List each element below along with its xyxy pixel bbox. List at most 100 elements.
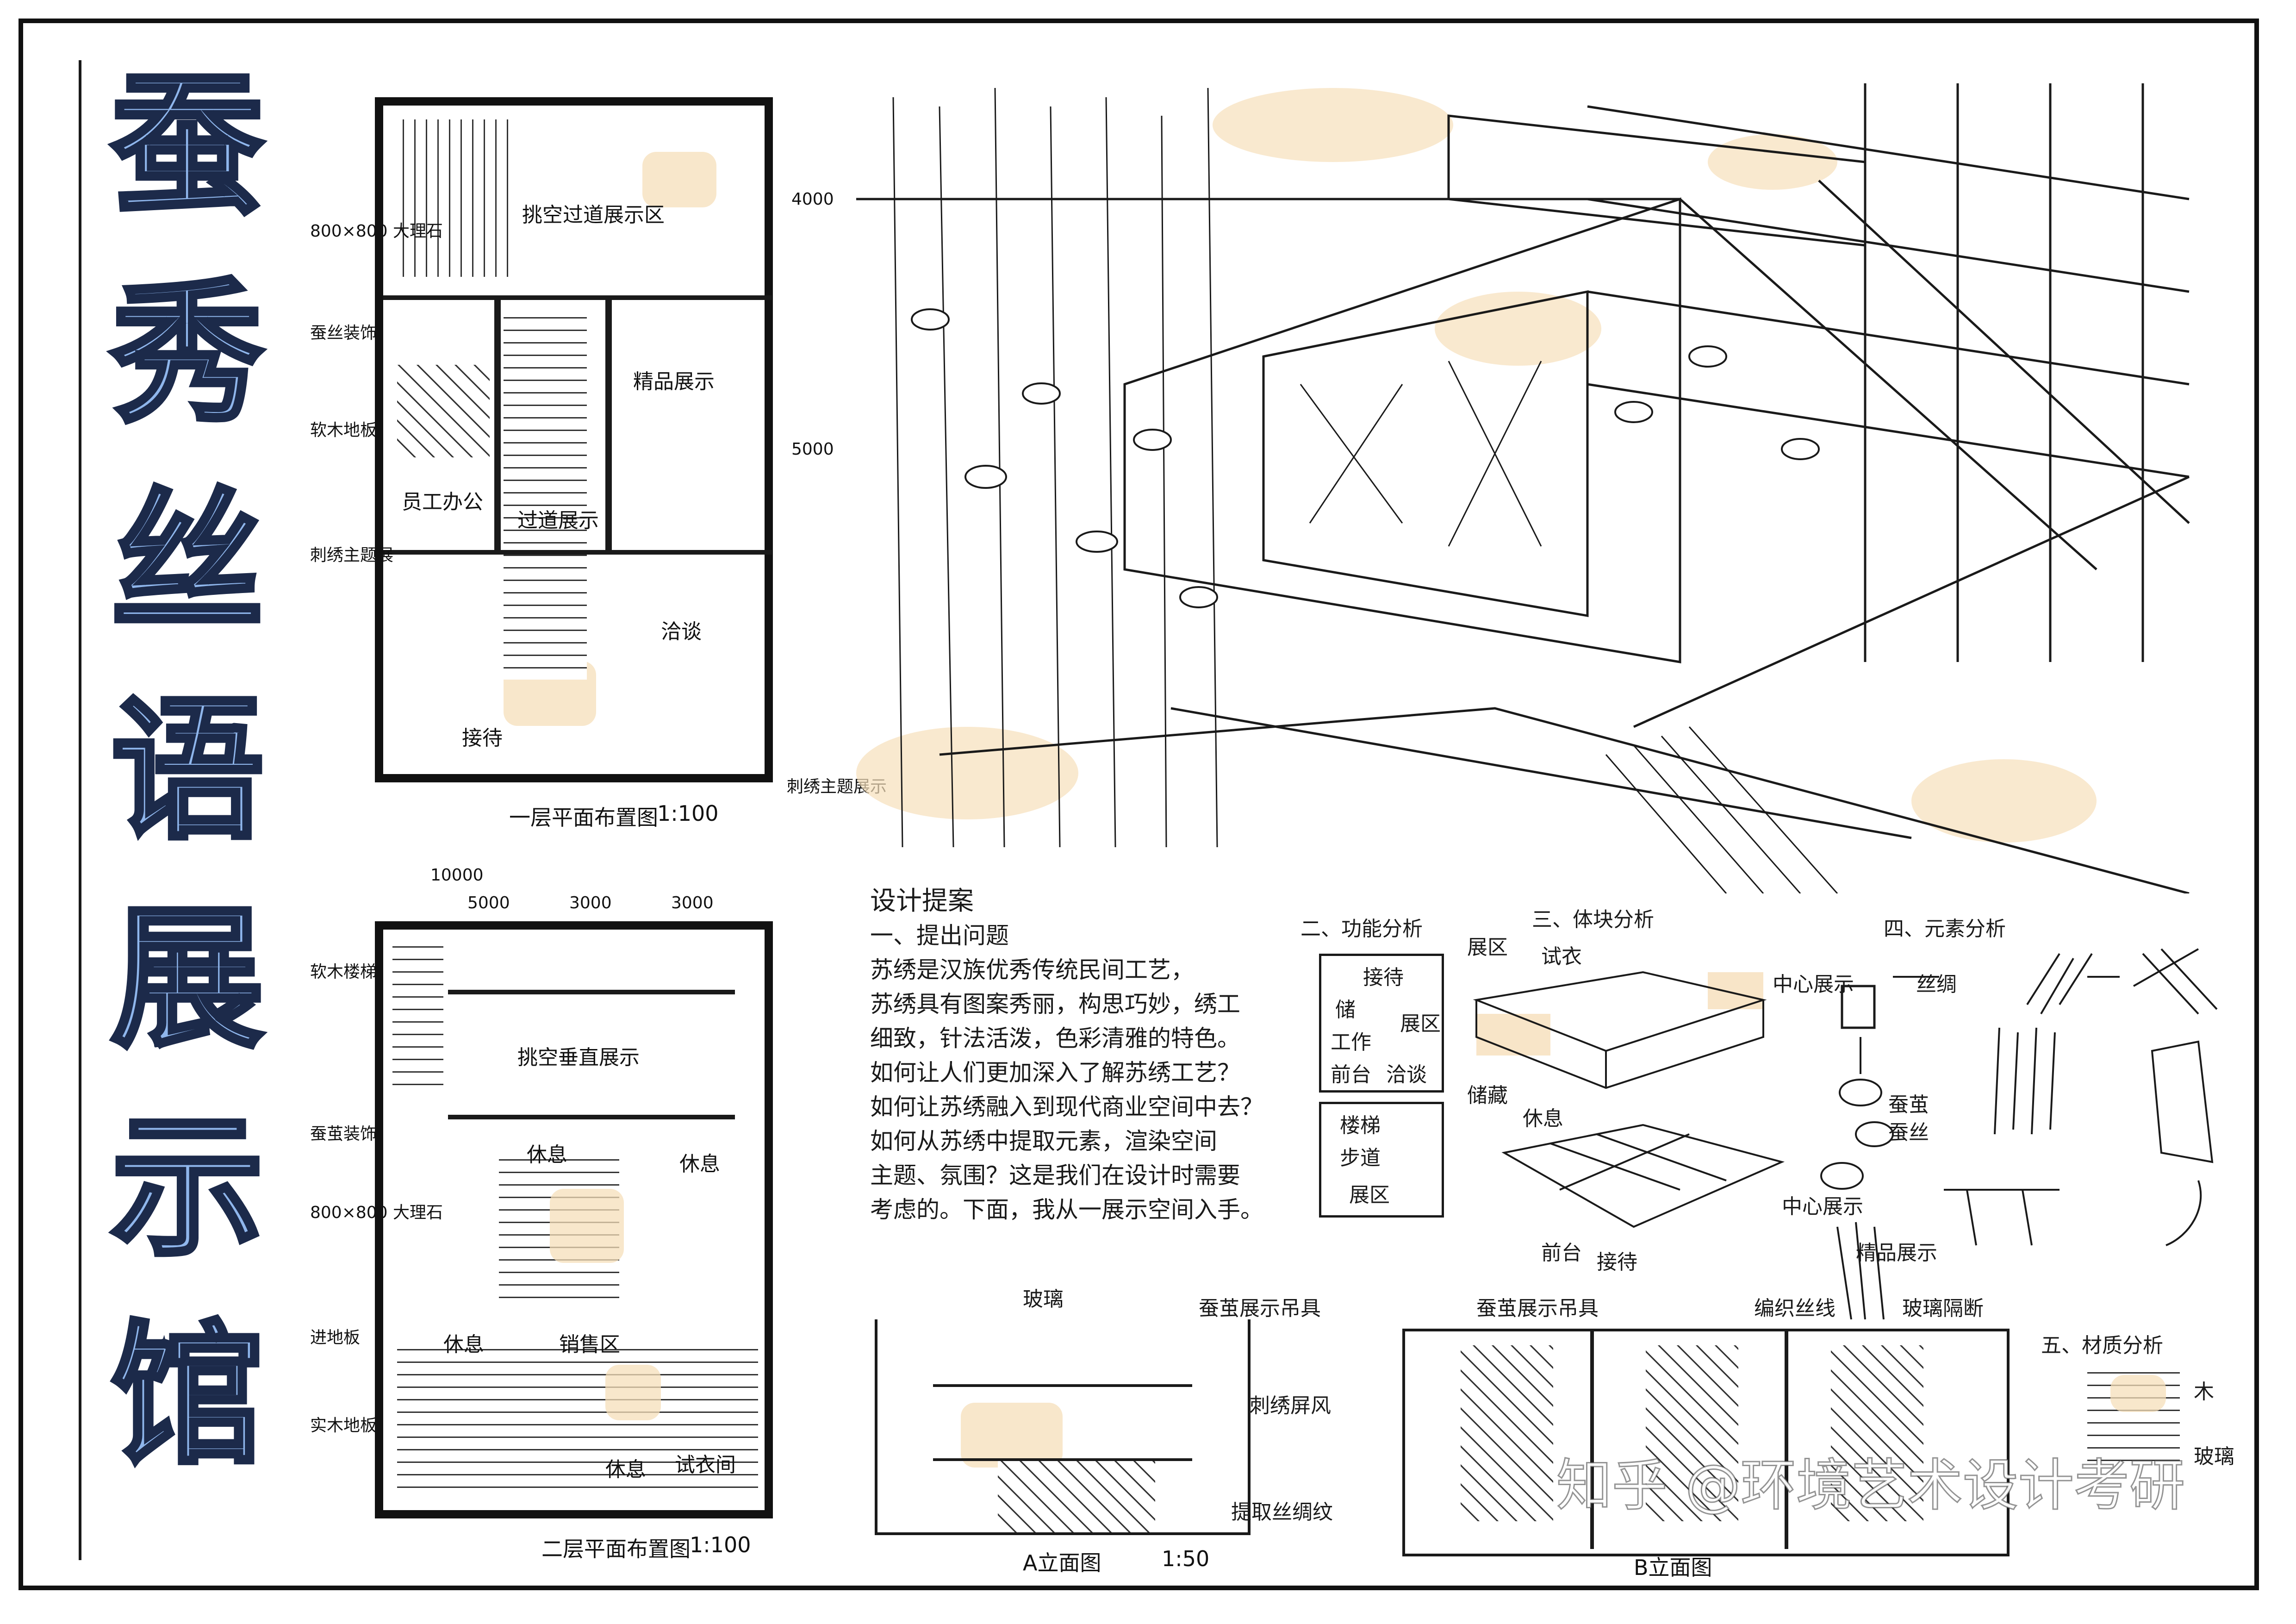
- plan1-note-cork: 软木地板: [310, 421, 377, 440]
- volume-title: 三、体块分析: [1532, 908, 1654, 931]
- volume-label: 储藏: [1467, 1084, 1508, 1107]
- perspective-sketch: [856, 83, 2190, 893]
- weave-hatch: [1831, 1345, 1923, 1521]
- plan1-note-embroidery: 刺绣主题展: [310, 546, 394, 565]
- plan1-scale: 1:100: [657, 801, 719, 826]
- partition: [383, 295, 772, 300]
- section-b: 蚕茧展示吊具 编织丝线 玻璃隔断 B立面图: [1384, 1292, 2272, 1580]
- section-b-label: 编织丝线: [1754, 1297, 1836, 1320]
- title-char-4: 语: [109, 682, 266, 860]
- plan1-dim-1: 4000: [791, 190, 834, 209]
- proposal-line: 考虑的。下面，我从一展示空间入手。: [870, 1196, 1263, 1223]
- plan1-note-silk: 蚕丝装饰: [310, 324, 377, 343]
- plan2-label-fitting: 试衣间: [675, 1453, 736, 1477]
- title-char-7: 馆: [109, 1307, 266, 1485]
- function-item: 展区: [1349, 1183, 1390, 1207]
- plan1-label-passage: 过道展示: [517, 509, 599, 532]
- second-floor-plan-group: 10000 5000 3000 3000 挑空垂直展示 休息 休息 休息 销售区…: [310, 856, 847, 1579]
- function-title: 二、功能分析: [1300, 917, 1423, 941]
- volume-label: 前台: [1541, 1241, 1582, 1265]
- plan2-dim-1: 10000: [430, 866, 484, 885]
- section-a-label: 刺绣屏风: [1250, 1394, 1331, 1418]
- plan2-label-rest-2: 休息: [679, 1152, 720, 1176]
- partition: [494, 300, 501, 550]
- element-label: 蚕丝: [1888, 1121, 1929, 1144]
- plan2-label-rest-4: 休息: [605, 1458, 646, 1481]
- plan2-dim-4: 3000: [671, 893, 714, 912]
- section-a-caption: A立面图: [1023, 1550, 1101, 1575]
- weave-hatch: [1646, 1345, 1738, 1521]
- weave-hatch: [1461, 1345, 1553, 1521]
- material-title: 五、材质分析: [2041, 1334, 2163, 1357]
- section-b-label: 蚕茧展示吊具: [1476, 1297, 1599, 1320]
- partition: [448, 1115, 735, 1119]
- stair-hatch: [392, 939, 443, 1096]
- plan2-caption: 二层平面布置图: [541, 1537, 691, 1562]
- material-label: 玻璃: [2194, 1445, 2234, 1468]
- title-char-1: 蚕: [109, 57, 266, 235]
- title-column: 蚕 秀 丝 语 展 示 馆: [79, 60, 296, 1560]
- material-analysis: 五、材质分析 木 玻璃: [2041, 1282, 2245, 1505]
- volume-label: 试衣: [1541, 945, 1582, 968]
- volume-sketch: [1473, 971, 1785, 1228]
- function-block: 接待 展区 储 工作 前台 洽谈: [1319, 954, 1444, 1093]
- proposal-line: 苏绣具有图案秀丽，构思巧妙，绣工: [870, 991, 1240, 1018]
- element-analysis: 四、元素分析 中心展示 丝绸 蚕茧 蚕丝: [1736, 903, 2245, 1319]
- drawing-sheet: 蚕 秀 丝 语 展 示 馆 挑空过道展示区 精品展示 员工办公 过道展示 洽谈 …: [19, 19, 2259, 1590]
- proposal-line: 如何让人们更加深入了解苏绣工艺？: [870, 1059, 1240, 1086]
- plan1-dim-2: 5000: [791, 440, 834, 459]
- function-item: 储: [1335, 998, 1356, 1022]
- wash-patch: [961, 1403, 1063, 1468]
- watermark: 知乎 @环境艺术设计考研: [1556, 1453, 2185, 1519]
- element-label: 中心展示: [1782, 1195, 1863, 1218]
- element-label: 精品展示: [1856, 1241, 1937, 1265]
- plan2-label-main: 挑空垂直展示: [517, 1046, 640, 1069]
- volume-label: 休息: [1523, 1107, 1563, 1131]
- title-char-3: 丝: [109, 474, 266, 651]
- function-item: 展区: [1400, 1012, 1441, 1036]
- beam: [933, 1458, 1192, 1461]
- plan1-note-marble: 800×800 大理石: [310, 222, 443, 241]
- wash-patch: [642, 152, 716, 207]
- proposal-heading: 设计提案: [870, 886, 974, 916]
- proposal-line: 细致，针法活泼，色彩清雅的特色。: [870, 1025, 1240, 1052]
- wall-hatch: [392, 119, 513, 277]
- ground-floor-plan-group: 挑空过道展示区 精品展示 员工办公 过道展示 洽谈 接待 800×800 大理石…: [310, 79, 887, 856]
- ground-floor-plan: 挑空过道展示区 精品展示 员工办公 过道展示 洽谈 接待: [375, 97, 773, 782]
- plan2-label-sales: 销售区: [559, 1333, 620, 1356]
- section-a-label: 蚕茧展示吊具: [1199, 1297, 1321, 1320]
- plan2-label-rest-3: 休息: [443, 1333, 484, 1356]
- column: [1785, 1331, 1788, 1549]
- plan2-scale: 1:100: [690, 1532, 751, 1557]
- partition: [383, 550, 772, 555]
- section-a-label: 玻璃: [1023, 1287, 1064, 1311]
- function-item: 接待: [1363, 966, 1404, 989]
- wash-patch: [550, 1189, 624, 1263]
- plan2-note-marble: 800×800 大理石: [310, 1203, 443, 1222]
- function-item: 工作: [1331, 1031, 1371, 1054]
- volume-label: 接待: [1597, 1250, 1637, 1274]
- function-analysis: 二、功能分析 接待 展区 储 工作 前台 洽谈 楼梯 步道 展区: [1300, 912, 1476, 1227]
- plan1-label-reception: 接待: [462, 726, 503, 750]
- plan1-label-workroom: 员工办公: [402, 490, 483, 514]
- proposal-line: 苏绣是汉族优秀传统民间工艺，: [870, 956, 1194, 983]
- design-proposal: 设计提案 一、提出问题 苏绣是汉族优秀传统民间工艺， 苏绣具有图案秀丽，构思巧妙…: [870, 884, 1287, 1227]
- partition: [605, 300, 612, 550]
- partition: [448, 990, 735, 994]
- section-a-scale: 1:50: [1162, 1546, 1210, 1571]
- proposal-line: 如何让苏绣融入到现代商业空间中去？: [870, 1093, 1263, 1120]
- section-b-label: 玻璃隔断: [1902, 1297, 1984, 1320]
- plan2-dim-2: 5000: [467, 893, 510, 912]
- section-b-caption: B立面图: [1634, 1555, 1712, 1580]
- interior-perspective: [847, 60, 2245, 893]
- function-item: 楼梯: [1340, 1114, 1381, 1137]
- plan2-note-cocoon: 蚕茧装饰: [310, 1124, 377, 1143]
- plan2-label-rest-1: 休息: [527, 1143, 567, 1167]
- title-char-5: 展: [109, 890, 266, 1068]
- function-item: 洽谈: [1386, 1063, 1427, 1087]
- section-a: 玻璃 蚕茧展示吊具 刺绣屏风 提取丝绸纹 A立面图 1:50: [847, 1282, 1379, 1579]
- title-char-2: 秀: [109, 265, 266, 443]
- material-label: 木: [2194, 1380, 2214, 1404]
- section-b-frame: [1402, 1329, 2010, 1556]
- title-char-6: 示: [109, 1099, 266, 1276]
